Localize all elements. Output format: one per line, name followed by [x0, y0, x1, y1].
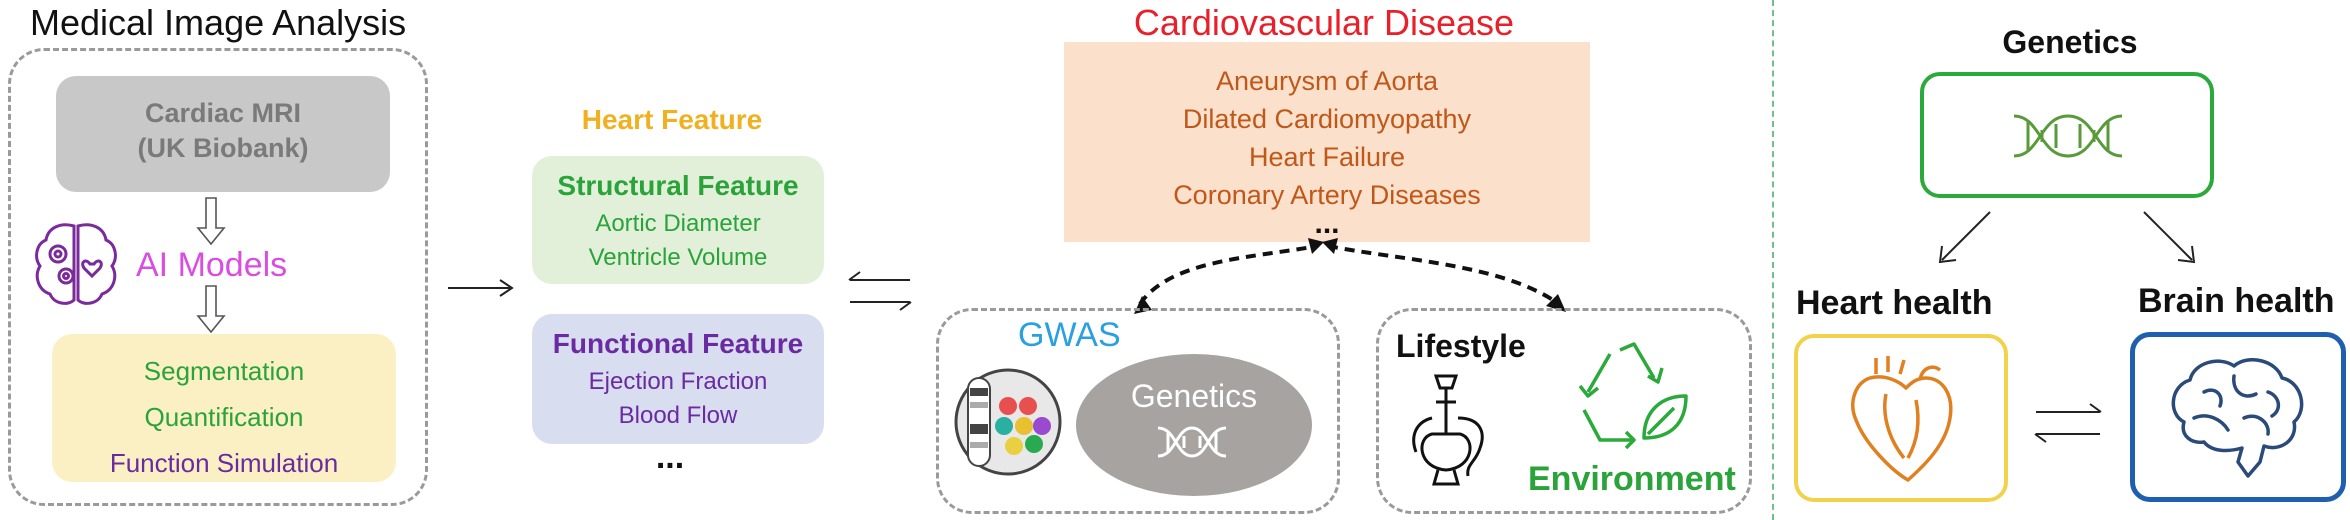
cardiovascular-disease-box: Aneurysm of Aorta Dilated Cardiomyopathy…: [1064, 42, 1590, 242]
brain-organ-icon: [2171, 358, 2304, 478]
structural-item-aortic-diameter: Aortic Diameter: [595, 210, 761, 237]
arrow-mri-to-ai: [196, 197, 226, 246]
functional-feature-box: Functional Feature Ejection Fraction Blo…: [532, 314, 824, 444]
gwas-dna-icon: [1157, 426, 1227, 458]
chromosome-cells-icon: [954, 368, 1062, 476]
functional-item-ejection-fraction: Ejection Fraction: [588, 368, 768, 395]
right-genetics-box: [1920, 72, 2214, 198]
arrow-heart-brain-bidirectional: [2034, 403, 2102, 443]
right-dna-icon: [2013, 114, 2123, 158]
brain-health-title: Brain health: [2138, 282, 2335, 320]
gwas-panel: [936, 308, 1340, 514]
structural-feature-box: Structural Feature Aortic Diameter Ventr…: [532, 156, 824, 284]
brain-health-box: [2130, 332, 2346, 502]
right-genetics-title: Genetics: [2002, 24, 2138, 60]
hookah-icon: [1412, 374, 1484, 486]
disease-ellipsis: ...: [1314, 207, 1340, 240]
dashed-arrow-disease-lifestyle: [1322, 238, 1566, 312]
cardiac-mri-label: Cardiac MRI: [144, 98, 302, 128]
medical-image-analysis-title: Medical Image Analysis: [30, 2, 407, 43]
structural-feature-title: Structural Feature: [557, 170, 799, 201]
arrow-features-disease-bidirectional: [848, 271, 912, 311]
gwas-title: GWAS: [1018, 316, 1121, 354]
medical-image-analysis-panel: [8, 48, 428, 506]
lifestyle-title: Lifestyle: [1396, 328, 1526, 364]
gwas-genetics-label: Genetics: [1130, 378, 1258, 414]
features-ellipsis: ...: [655, 438, 685, 476]
structural-item-ventricle-volume: Ventricle Volume: [588, 244, 768, 271]
ai-models-label: AI Models: [136, 246, 288, 284]
disease-dilated-cardiomyopathy: Dilated Cardiomyopathy: [1182, 104, 1472, 134]
cardiac-mri-box: Cardiac MRI (UK Biobank): [56, 76, 390, 192]
heart-feature-title: Heart Feature: [581, 104, 763, 135]
arrow-genetics-to-brain: [2143, 211, 2196, 264]
functional-item-blood-flow: Blood Flow: [618, 402, 738, 429]
heart-organ-icon: [1851, 356, 1953, 482]
functional-feature-title: Functional Feature: [552, 328, 804, 359]
disease-aneurysm-of-aorta: Aneurysm of Aorta: [1215, 66, 1439, 96]
task-quantification: Quantification: [144, 402, 304, 432]
disease-coronary-artery-diseases: Coronary Artery Diseases: [1173, 180, 1481, 210]
arrow-analysis-to-features: [448, 279, 514, 297]
recycle-leaf-icon: [1578, 342, 1688, 450]
task-segmentation: Segmentation: [143, 356, 305, 386]
heart-health-box: [1794, 334, 2008, 502]
arrow-genetics-to-heart: [1938, 211, 1991, 264]
uk-biobank-label: (UK Biobank): [137, 133, 309, 163]
cardiovascular-disease-title: Cardiovascular Disease: [1133, 2, 1515, 43]
environment-label: Environment: [1528, 460, 1736, 498]
gwas-genetics-ellipse: Genetics: [1076, 354, 1312, 496]
ai-tasks-box: Segmentation Quantification Function Sim…: [52, 334, 396, 482]
task-function-simulation: Function Simulation: [109, 448, 339, 478]
heart-health-title: Heart health: [1796, 284, 1993, 322]
disease-heart-failure: Heart Failure: [1248, 142, 1406, 172]
section-divider: [1772, 0, 1774, 520]
lifestyle-environment-panel: [1376, 308, 1752, 514]
arrow-ai-to-tasks: [196, 285, 226, 334]
ai-brain-icon: [35, 223, 117, 305]
